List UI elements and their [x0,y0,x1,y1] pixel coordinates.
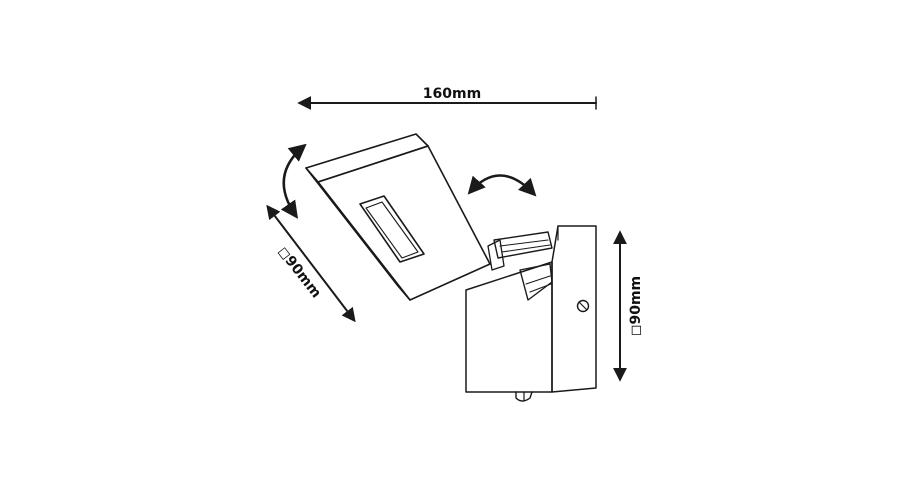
height-dimension: ◻90mm [613,230,644,382]
joint-upper-plate [493,231,553,259]
lamp-head-edge [305,167,399,287]
wall-base-side [551,225,597,393]
joint-rod [487,239,505,271]
lamp-head-face [317,145,491,301]
head-size-dimension-line [266,204,356,323]
screw-icon [576,299,590,313]
head-size-dimension: ◻90mm [266,204,356,323]
joint-line-2 [501,244,551,253]
head-tilt-arrow-icon [280,143,307,219]
lamp-head [305,133,491,301]
wall-base-front [465,261,553,393]
led-slot [359,195,425,263]
swivel-joint [487,231,553,301]
width-dimension-label: 160mm [423,86,481,102]
led-slot-inner [365,201,419,259]
wall-base [465,225,597,402]
lamp-head-top [305,133,429,183]
head-size-dimension-label: ◻90mm [274,244,324,301]
joint-lower-plate [519,263,553,301]
height-dimension-label: ◻90mm [628,276,644,336]
arm-rotate-arrow-icon [467,174,537,197]
joint-line-4 [529,283,552,293]
joint-line-3 [525,275,551,285]
joint-line-1 [499,239,549,247]
width-dimension: 160mm [297,86,597,110]
switch-knob [515,391,533,402]
